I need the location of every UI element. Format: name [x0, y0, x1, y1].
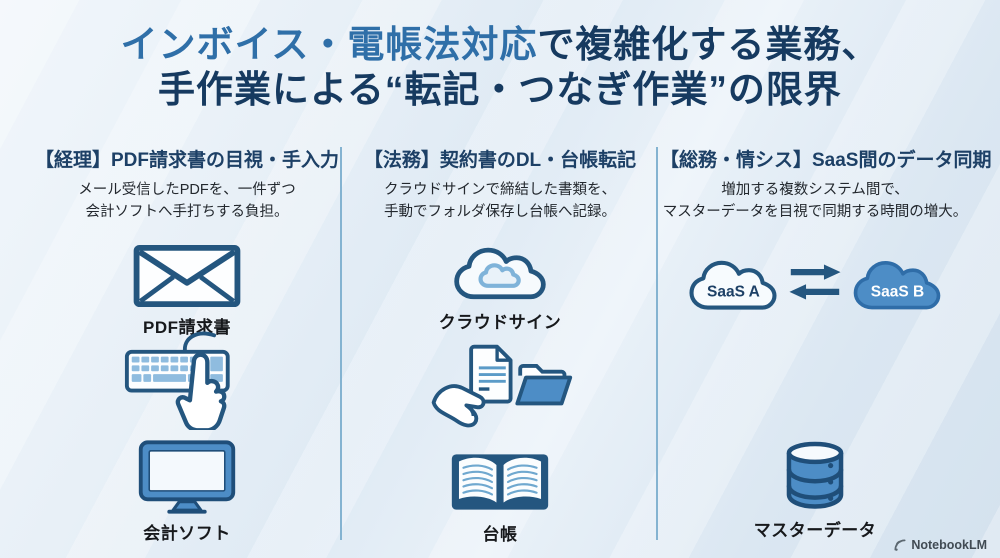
- column-description: 増加する複数システム間で、 マスターデータを目視で同期する時間の増大。: [660, 179, 970, 223]
- cloud-icon: [454, 247, 546, 300]
- accounting-software-group: 会計ソフト: [32, 440, 342, 544]
- keyboard-typing-icon: [124, 331, 230, 431]
- title-line1: インボイス・電帳法対応で複雑化する業務、: [0, 22, 1000, 67]
- column-accounting: 【経理】PDF請求書の目視・手入力 メール受信したPDFを、一件ずつ 会計ソフト…: [32, 145, 342, 544]
- notebooklm-logo-icon: [894, 539, 906, 551]
- saas-b-label: SaaS B: [871, 284, 924, 301]
- keyboard-group: [32, 326, 342, 431]
- open-book-icon: [451, 454, 549, 510]
- desc-line: クラウドサインで締結した書類を、: [384, 182, 616, 198]
- footer-brand-label: NotebookLM: [911, 538, 987, 552]
- column-description: メール受信したPDFを、一件ずつ 会計ソフトへ手打ちする負担。: [32, 179, 342, 223]
- title-line2: 手作業による“転記・つなぎ作業”の限界: [158, 69, 842, 111]
- monitor-icon: [138, 440, 236, 514]
- column-divider: [656, 147, 658, 540]
- hand-document-folder-icon: [431, 344, 573, 428]
- desc-line: 増加する複数システム間で、: [721, 182, 909, 198]
- pdf-invoice-group: PDF請求書: [32, 244, 342, 338]
- saas-a-cloud-icon: SaaS A: [689, 260, 777, 310]
- icon-label: マスターデータ: [753, 521, 877, 541]
- column-header: 【経理】PDF請求書の目視・手入力: [34, 150, 339, 171]
- column-description: クラウドサインで締結した書類を、 手動でフォルダ保存し台帳へ記録。: [345, 179, 655, 223]
- cloudsign-group: クラウドサイン: [345, 241, 655, 333]
- icon-label: 台帳: [482, 525, 518, 545]
- column-header: 【法務】契約書のDL・台帳転記: [363, 150, 637, 171]
- saas-a-label: SaaS A: [707, 284, 760, 301]
- footer-brand: NotebookLM: [893, 538, 987, 552]
- master-data-group: マスターデータ: [660, 441, 970, 541]
- column-header: 【総務・情シス】SaaS間のデータ同期: [660, 150, 992, 171]
- database-icon: [786, 441, 844, 509]
- sync-arrows-icon: [789, 264, 841, 300]
- document-folder-group: [345, 339, 655, 441]
- icon-label: 会計ソフト: [143, 524, 231, 544]
- desc-line: 会計ソフトへ手打ちする負担。: [85, 204, 289, 221]
- saas-b-cloud-icon: SaaS B: [853, 261, 941, 310]
- column-legal: 【法務】契約書のDL・台帳転記 クラウドサインで締結した書類を、 手動でフォルダ…: [345, 145, 655, 545]
- page-title: インボイス・電帳法対応で複雑化する業務、 手作業による“転記・つなぎ作業”の限界: [0, 22, 1000, 112]
- title-rest: で複雑化する業務、: [537, 24, 880, 65]
- column-it: 【総務・情シス】SaaS間のデータ同期 増加する複数システム間で、 マスターデー…: [660, 145, 992, 541]
- column-divider: [340, 147, 342, 540]
- title-highlight: インボイス・電帳法対応: [120, 24, 538, 65]
- icon-label: クラウドサイン: [438, 313, 562, 333]
- ledger-group: 台帳: [345, 449, 655, 545]
- mail-envelope-icon: [133, 245, 241, 308]
- desc-line: 手動でフォルダ保存し台帳へ記録。: [384, 204, 616, 221]
- desc-line: マスターデータを目視で同期する時間の増大。: [662, 204, 968, 221]
- saas-sync-group: SaaS A SaaS B: [660, 251, 970, 313]
- desc-line: メール受信したPDFを、一件ずつ: [78, 182, 296, 198]
